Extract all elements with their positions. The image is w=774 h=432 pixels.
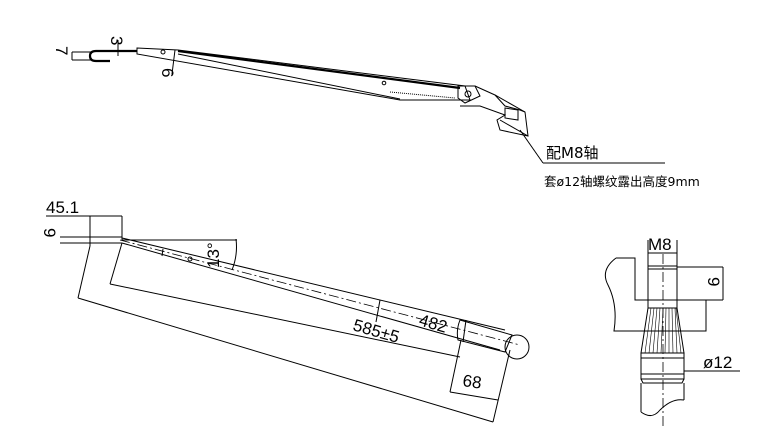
dim-offset: 45.1 <box>46 198 79 217</box>
dim-side-height: 9 <box>40 228 59 237</box>
dim-hook-height: 7 <box>52 46 71 55</box>
note-thread-exposure: 套ø12轴螺纹露出高度9mm <box>544 174 700 189</box>
dim-hook-gap: 3 <box>107 36 126 45</box>
shaft-detail <box>604 240 740 428</box>
note-shaft-size: 配M8轴 <box>546 144 599 162</box>
dim-length-inner: 482 <box>417 311 450 337</box>
side-view-arm <box>46 215 530 423</box>
dim-exposed: 9 <box>704 277 723 286</box>
top-view-arm <box>71 40 665 164</box>
dim-top-angle: 6 <box>158 68 177 77</box>
dim-head-length: 68 <box>461 371 482 392</box>
dim-side-angle: 13° <box>204 242 223 268</box>
dim-thread: M8 <box>648 235 672 254</box>
dim-diameter: ø12 <box>703 353 732 372</box>
hook-icon <box>88 49 110 63</box>
